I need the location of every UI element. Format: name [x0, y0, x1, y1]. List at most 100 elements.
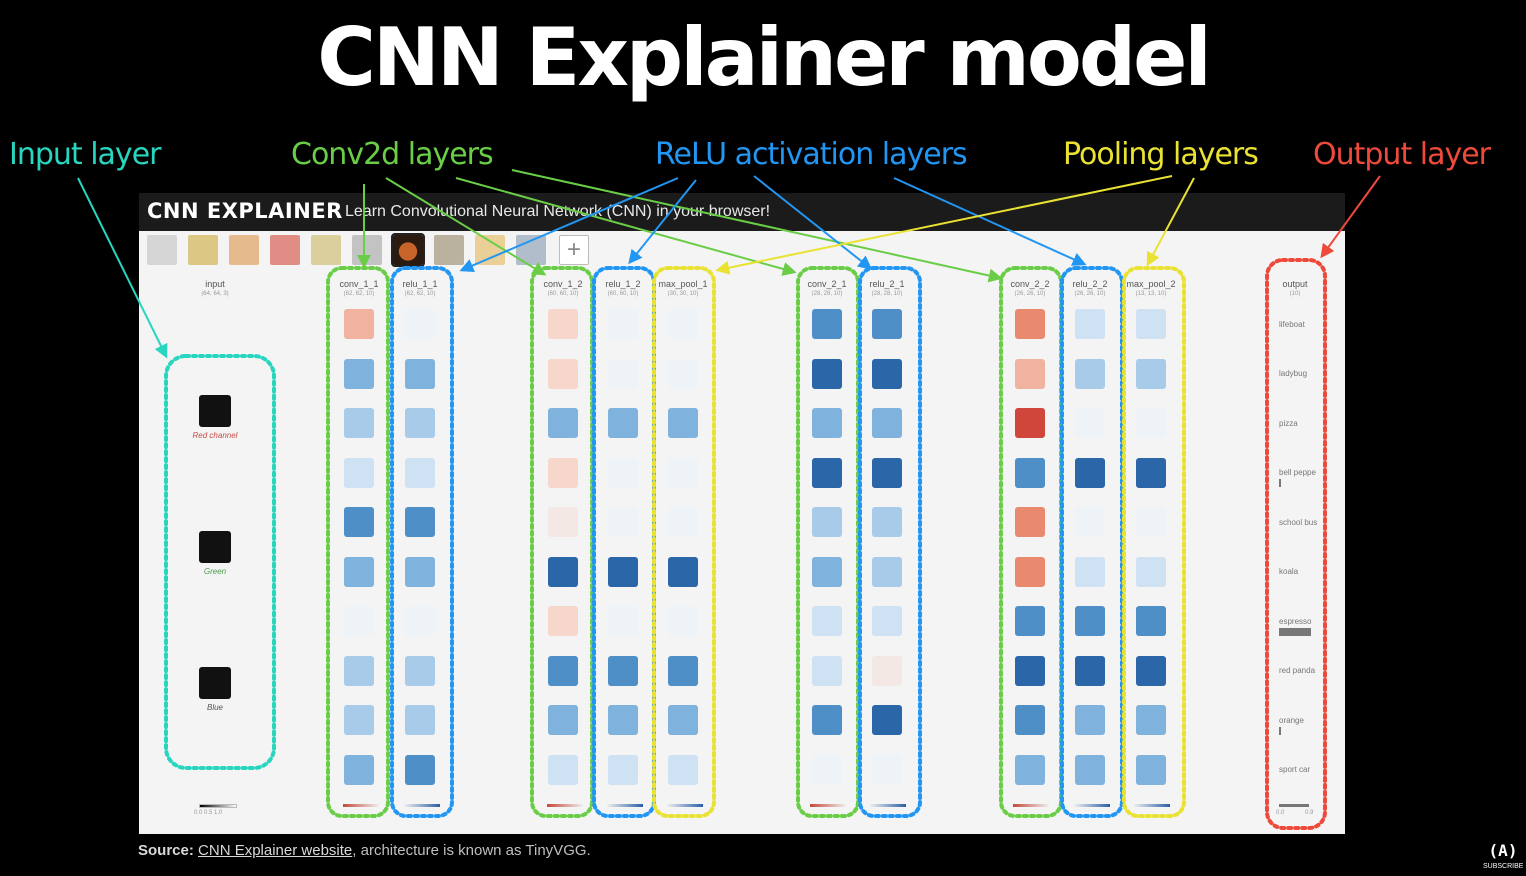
feature-map-conv-1-2[interactable] — [548, 606, 578, 636]
feature-map-max-pool-2[interactable] — [1136, 408, 1166, 438]
feature-map-max-pool-1[interactable] — [668, 606, 698, 636]
feature-map-relu-1-2[interactable] — [608, 408, 638, 438]
thumb-image-selected[interactable] — [391, 233, 425, 267]
feature-map-conv-2-2[interactable] — [1015, 557, 1045, 587]
output-class-label[interactable]: orange — [1279, 716, 1304, 725]
feature-map-relu-2-2[interactable] — [1075, 507, 1105, 537]
feature-map-conv-2-1[interactable] — [812, 656, 842, 686]
feature-map-max-pool-2[interactable] — [1136, 606, 1166, 636]
feature-map-conv-1-2[interactable] — [548, 359, 578, 389]
feature-map-relu-1-1[interactable] — [405, 755, 435, 785]
feature-map-max-pool-1[interactable] — [668, 359, 698, 389]
thumb-image[interactable] — [188, 235, 218, 265]
feature-map-relu-2-1[interactable] — [872, 755, 902, 785]
feature-map-relu-1-2[interactable] — [608, 656, 638, 686]
feature-map-relu-1-2[interactable] — [608, 755, 638, 785]
feature-map-max-pool-1[interactable] — [668, 755, 698, 785]
feature-map-relu-2-1[interactable] — [872, 656, 902, 686]
feature-map-max-pool-1[interactable] — [668, 408, 698, 438]
feature-map-max-pool-2[interactable] — [1136, 458, 1166, 488]
output-class-label[interactable]: bell peppe — [1279, 468, 1316, 477]
feature-map-relu-2-2[interactable] — [1075, 557, 1105, 587]
app-brand[interactable]: CNN EXPLAINER — [147, 199, 343, 223]
feature-map-relu-1-1[interactable] — [405, 656, 435, 686]
thumb-image[interactable] — [475, 235, 505, 265]
feature-map-conv-2-1[interactable] — [812, 309, 842, 339]
feature-map-conv-2-2[interactable] — [1015, 359, 1045, 389]
feature-map-conv-2-2[interactable] — [1015, 309, 1045, 339]
feature-map-conv-2-2[interactable] — [1015, 458, 1045, 488]
input-red-node[interactable] — [199, 395, 231, 427]
plus-icon[interactable]: + — [559, 235, 589, 265]
feature-map-max-pool-2[interactable] — [1136, 557, 1166, 587]
feature-map-max-pool-1[interactable] — [668, 507, 698, 537]
feature-map-conv-1-1[interactable] — [344, 408, 374, 438]
feature-map-max-pool-2[interactable] — [1136, 755, 1166, 785]
output-class-label[interactable]: pizza — [1279, 419, 1298, 428]
output-class-label[interactable]: sport car — [1279, 765, 1311, 774]
feature-map-relu-1-1[interactable] — [405, 606, 435, 636]
feature-map-relu-2-1[interactable] — [872, 705, 902, 735]
feature-map-conv-2-1[interactable] — [812, 458, 842, 488]
feature-map-relu-2-2[interactable] — [1075, 458, 1105, 488]
feature-map-relu-1-1[interactable] — [405, 458, 435, 488]
feature-map-conv-2-1[interactable] — [812, 507, 842, 537]
feature-map-max-pool-2[interactable] — [1136, 309, 1166, 339]
feature-map-conv-2-1[interactable] — [812, 755, 842, 785]
feature-map-relu-2-1[interactable] — [872, 309, 902, 339]
feature-map-max-pool-2[interactable] — [1136, 507, 1166, 537]
thumb-image[interactable] — [229, 235, 259, 265]
feature-map-relu-2-1[interactable] — [872, 606, 902, 636]
feature-map-max-pool-1[interactable] — [668, 309, 698, 339]
feature-map-relu-2-2[interactable] — [1075, 359, 1105, 389]
output-class-label[interactable]: koala — [1279, 567, 1299, 576]
feature-map-max-pool-1[interactable] — [668, 458, 698, 488]
feature-map-relu-1-2[interactable] — [608, 705, 638, 735]
output-class-label[interactable]: ladybug — [1279, 369, 1308, 378]
feature-map-conv-1-2[interactable] — [548, 309, 578, 339]
feature-map-conv-1-2[interactable] — [548, 507, 578, 537]
feature-map-conv-2-2[interactable] — [1015, 408, 1045, 438]
feature-map-relu-2-1[interactable] — [872, 507, 902, 537]
feature-map-conv-1-2[interactable] — [548, 557, 578, 587]
feature-map-relu-1-1[interactable] — [405, 408, 435, 438]
feature-map-max-pool-2[interactable] — [1136, 656, 1166, 686]
feature-map-conv-1-1[interactable] — [344, 458, 374, 488]
thumb-image[interactable] — [147, 235, 177, 265]
feature-map-conv-2-2[interactable] — [1015, 507, 1045, 537]
feature-map-relu-1-1[interactable] — [405, 309, 435, 339]
feature-map-conv-1-2[interactable] — [548, 755, 578, 785]
feature-map-conv-1-1[interactable] — [344, 656, 374, 686]
channel-badge[interactable]: (A) SUBSCRIBE — [1483, 840, 1523, 876]
feature-map-max-pool-2[interactable] — [1136, 705, 1166, 735]
feature-map-conv-1-1[interactable] — [344, 557, 374, 587]
feature-map-conv-1-1[interactable] — [344, 359, 374, 389]
feature-map-relu-1-2[interactable] — [608, 557, 638, 587]
feature-map-conv-1-2[interactable] — [548, 458, 578, 488]
thumb-image[interactable] — [434, 235, 464, 265]
feature-map-conv-1-1[interactable] — [344, 309, 374, 339]
feature-map-relu-2-2[interactable] — [1075, 606, 1105, 636]
feature-map-conv-2-1[interactable] — [812, 557, 842, 587]
feature-map-relu-2-2[interactable] — [1075, 408, 1105, 438]
feature-map-relu-1-2[interactable] — [608, 458, 638, 488]
feature-map-relu-2-2[interactable] — [1075, 755, 1105, 785]
feature-map-conv-2-1[interactable] — [812, 606, 842, 636]
feature-map-conv-2-2[interactable] — [1015, 656, 1045, 686]
output-class-label[interactable]: espresso — [1279, 617, 1312, 626]
feature-map-conv-2-2[interactable] — [1015, 606, 1045, 636]
feature-map-relu-1-1[interactable] — [405, 507, 435, 537]
source-link[interactable]: CNN Explainer website — [198, 842, 353, 859]
feature-map-relu-2-2[interactable] — [1075, 705, 1105, 735]
feature-map-relu-2-1[interactable] — [872, 359, 902, 389]
feature-map-relu-2-2[interactable] — [1075, 309, 1105, 339]
feature-map-relu-2-2[interactable] — [1075, 656, 1105, 686]
feature-map-conv-1-1[interactable] — [344, 705, 374, 735]
feature-map-max-pool-1[interactable] — [668, 557, 698, 587]
feature-map-relu-1-2[interactable] — [608, 309, 638, 339]
feature-map-conv-1-1[interactable] — [344, 507, 374, 537]
output-class-label[interactable]: school bus — [1279, 518, 1318, 527]
feature-map-relu-2-1[interactable] — [872, 557, 902, 587]
feature-map-conv-1-1[interactable] — [344, 755, 374, 785]
output-class-label[interactable]: lifeboat — [1279, 320, 1305, 329]
